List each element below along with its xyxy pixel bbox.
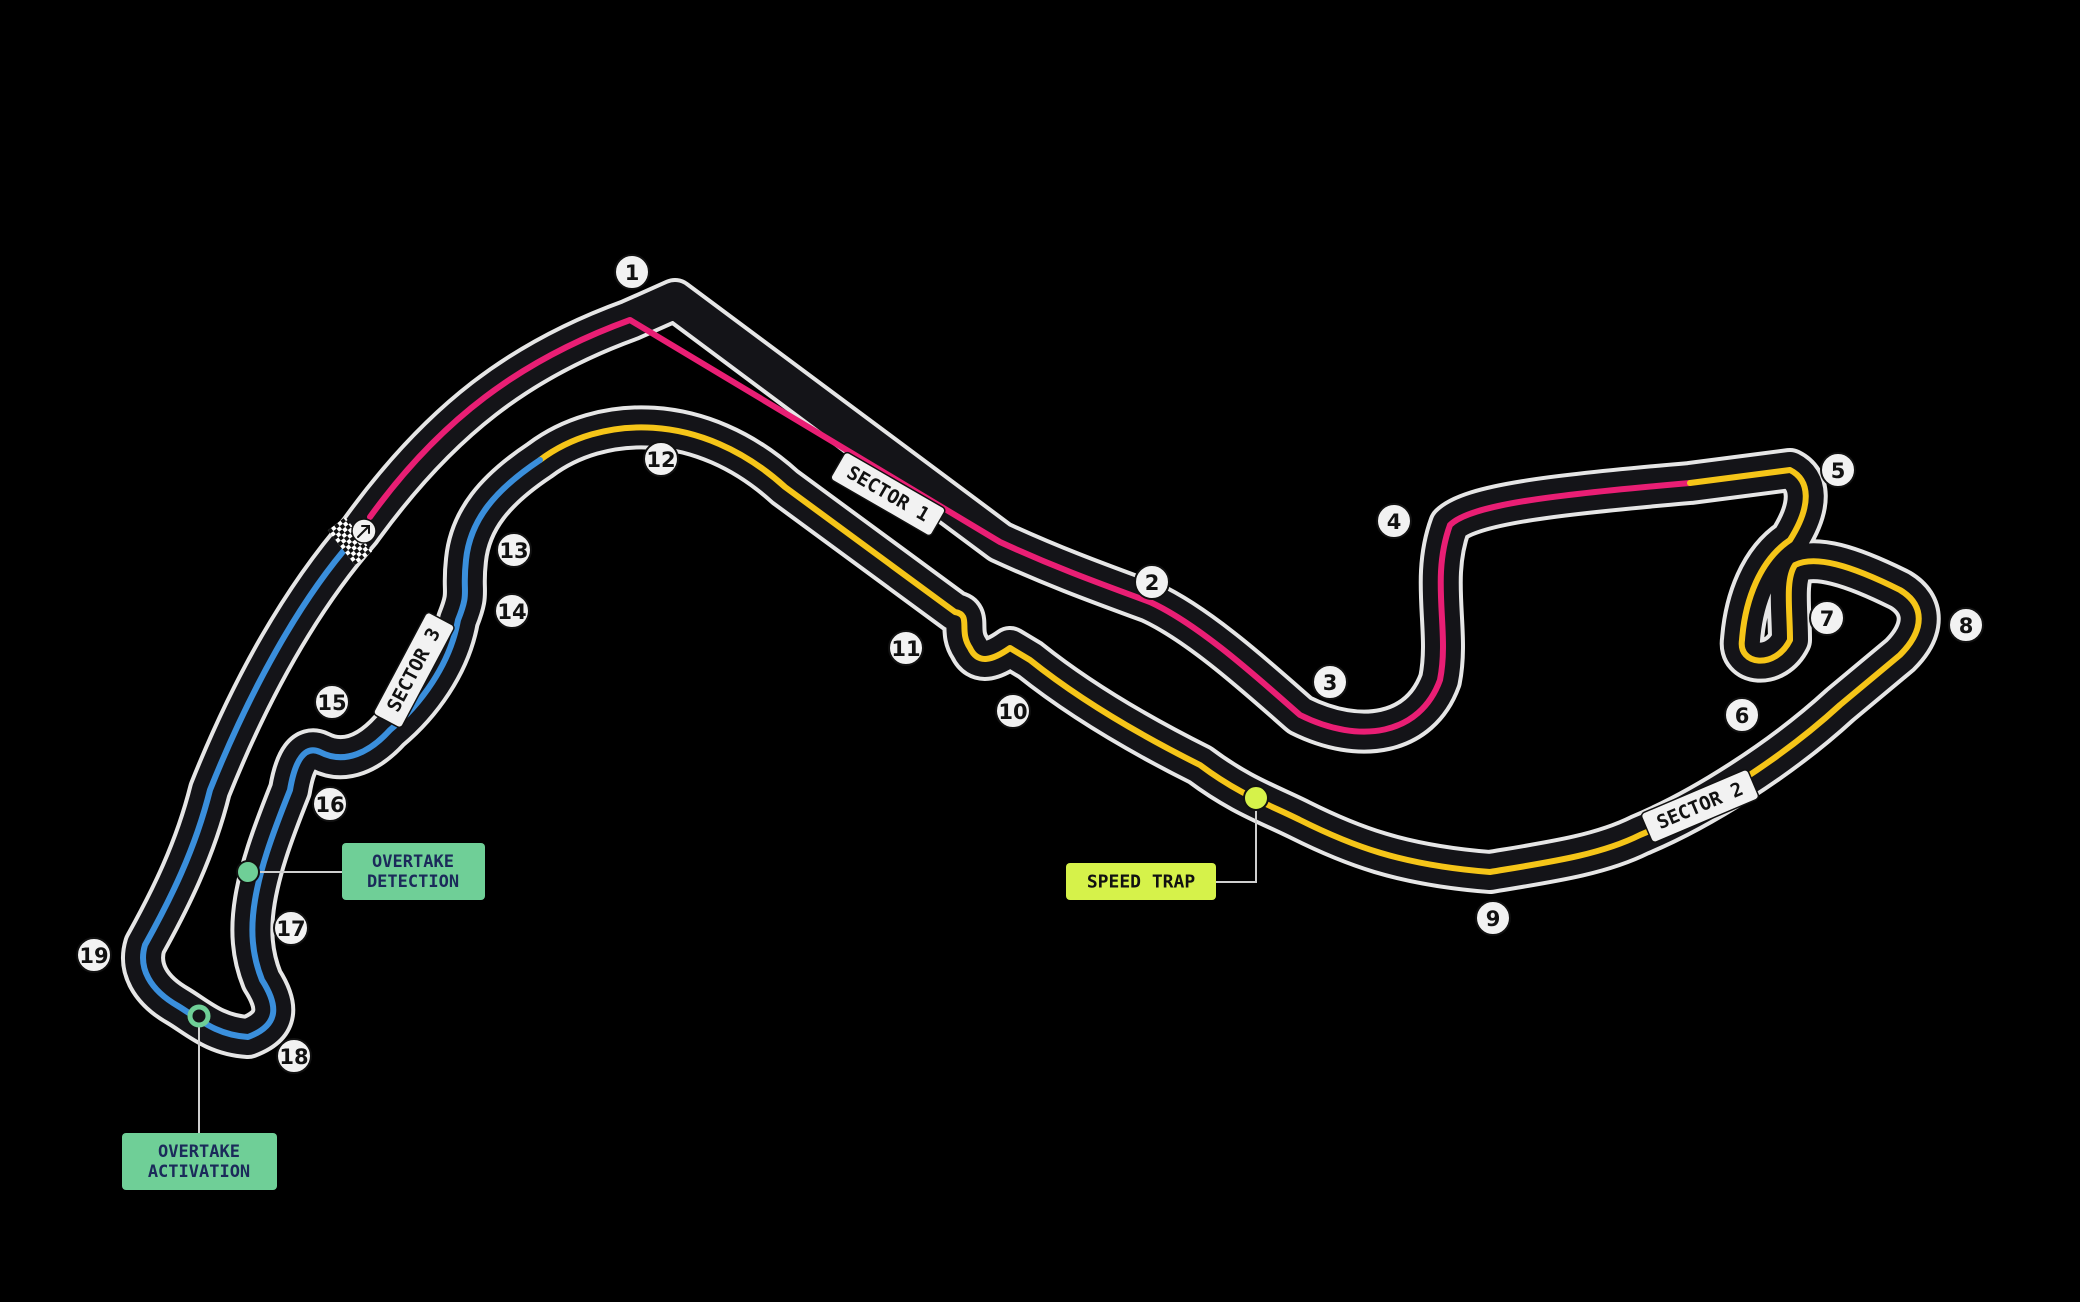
corner-marker-5: 5 [1820, 452, 1856, 488]
corner-number: 17 [276, 917, 305, 941]
corner-marker-circle [1948, 607, 1984, 643]
corner-marker-9: 9 [1475, 900, 1511, 936]
corner-marker-1: 1 [614, 254, 650, 290]
overtake-detection-line-2: DETECTION [367, 872, 459, 892]
corner-marker-circle [1376, 503, 1412, 539]
corner-number: 11 [891, 637, 920, 661]
corner-marker-circle [314, 684, 350, 720]
corner-number: 4 [1387, 510, 1402, 534]
corner-marker-3: 3 [1312, 664, 1348, 700]
overtake-activation-callout: OVERTAKE ACTIVATION [122, 1004, 277, 1190]
track [121, 278, 1941, 1059]
corner-marker-19: 19 [76, 937, 112, 973]
corner-number: 18 [279, 1045, 308, 1069]
corner-marker-15: 15 [314, 684, 350, 720]
corner-marker-16: 16 [312, 786, 348, 822]
corner-marker-circle [1475, 900, 1511, 936]
speed-trap-callout: SPEED TRAP [1066, 785, 1269, 900]
corner-marker-circle [643, 441, 679, 477]
corner-marker-2: 2 [1134, 564, 1170, 600]
corner-marker-circle [995, 693, 1031, 729]
corner-marker-7: 7 [1809, 600, 1845, 636]
start-finish [327, 516, 377, 566]
corner-marker-circle [76, 937, 112, 973]
corner-number: 12 [646, 448, 675, 472]
corner-marker-circle [494, 593, 530, 629]
corner-marker-circle [888, 630, 924, 666]
corner-marker-6: 6 [1724, 697, 1760, 733]
corner-marker-14: 14 [494, 593, 530, 629]
overtake-activation-line-2: ACTIVATION [148, 1162, 250, 1182]
overtake-activation-marker [187, 1004, 211, 1028]
sector-label-2: SECTOR 2 [1640, 769, 1760, 843]
speed-trap-label: SPEED TRAP [1087, 872, 1196, 893]
corner-marker-circle [312, 786, 348, 822]
corner-number: 7 [1820, 607, 1835, 631]
corner-number: 16 [315, 793, 344, 817]
corner-marker-4: 4 [1376, 503, 1412, 539]
corner-marker-circle [276, 1038, 312, 1074]
overtake-detection-callout: OVERTAKE DETECTION [236, 843, 485, 900]
corner-number: 6 [1735, 704, 1750, 728]
corner-number: 1 [625, 261, 640, 285]
corner-marker-circle [1312, 664, 1348, 700]
corner-number: 15 [317, 691, 346, 715]
corner-marker-circle [614, 254, 650, 290]
corner-number: 13 [499, 539, 528, 563]
sector-2-line [537, 424, 1922, 875]
corner-marker-12: 12 [643, 441, 679, 477]
overtake-activation-line-1: OVERTAKE [158, 1142, 240, 1162]
corner-marker-17: 17 [273, 910, 309, 946]
corner-marker-circle [1809, 600, 1845, 636]
checkered-flag-icon [327, 516, 373, 566]
corner-marker-circle [1134, 564, 1170, 600]
corner-number: 14 [497, 600, 526, 624]
corner-marker-circle [1820, 452, 1856, 488]
corner-marker-circle [1724, 697, 1760, 733]
speed-trap-marker [1243, 785, 1269, 811]
corner-marker-8: 8 [1948, 607, 1984, 643]
sector-1-line [367, 317, 1693, 735]
arrow-icon [351, 518, 377, 544]
corner-marker-circle [273, 910, 309, 946]
corner-number: 19 [79, 944, 108, 968]
corner-marker-11: 11 [888, 630, 924, 666]
corner-number: 2 [1145, 571, 1160, 595]
corner-number: 8 [1959, 614, 1974, 638]
corner-marker-10: 10 [995, 693, 1031, 729]
corner-marker-18: 18 [276, 1038, 312, 1074]
corner-number: 9 [1486, 907, 1501, 931]
overtake-detection-line-1: OVERTAKE [372, 852, 454, 872]
sector-3-line [140, 457, 543, 1040]
corner-marker-13: 13 [496, 532, 532, 568]
corner-number: 10 [998, 700, 1027, 724]
overtake-detection-marker [236, 860, 260, 884]
corner-number: 5 [1831, 459, 1846, 483]
corner-number: 3 [1323, 671, 1338, 695]
corner-marker-circle [496, 532, 532, 568]
